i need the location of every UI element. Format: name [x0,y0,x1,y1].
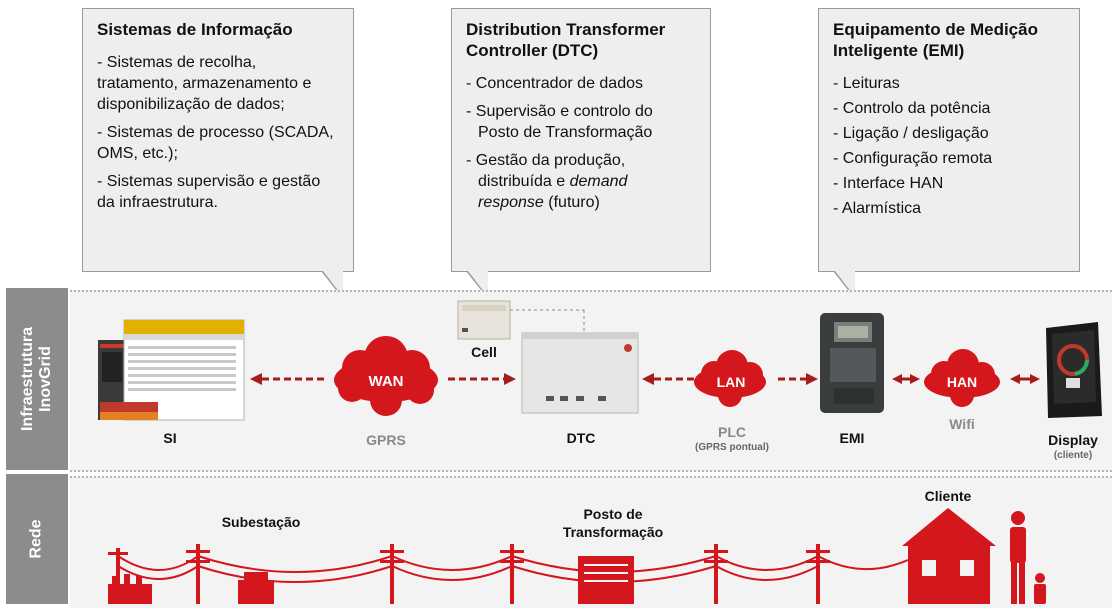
callout-item-line: (futuro) [548,194,600,211]
cell-modem-icon [457,300,585,340]
posto-transformacao-icon [578,556,634,604]
si-label: SI [163,430,177,446]
people-icon [1010,511,1046,604]
callout-item: - Interface HAN [833,175,944,192]
house-icon [902,508,996,604]
posto-label-line1: Posto de [583,506,643,522]
callout-item: - Sistemas de recolha, tratamento, armaz… [97,54,312,113]
display-sublabel: (cliente) [1053,450,1093,461]
callout-sistemas-informacao: Sistemas de Informação - Sistemas de rec… [82,8,354,299]
dtc-device-icon [521,332,639,414]
callout-item-line: - Supervisão e controlo do [466,103,653,120]
arrow-emi-han [892,374,920,384]
si-screens-icon [98,319,245,421]
display-device-icon [1046,322,1102,418]
substation-icon [108,572,274,604]
callout-item: - Configuração remota [833,150,993,167]
cell-label: Cell [471,344,497,360]
callout-item: - Alarmística [833,200,922,217]
callout-item-line: - Gestão da produção, [466,152,626,169]
callout-item-italic: response [478,194,544,211]
callout-title: Sistemas de Informação [97,20,293,39]
callout-title: Distribution Transformer Controller (DTC… [466,20,666,60]
callout-emi: Equipamento de Medição Inteligente (EMI)… [818,8,1080,299]
callout-dtc: Distribution Transformer Controller (DTC… [451,8,711,299]
lan-sublabel: PLC [718,424,746,440]
callout-item: - Gestão da produção, distribuída e dema… [466,150,696,213]
callout-item: - Controlo da potência [833,100,991,117]
lan-label: LAN [717,374,746,390]
arrow-lan-emi [778,373,818,385]
cliente-label: Cliente [924,488,972,504]
band-label-infraestrutura: Infraestrutura InovGrid [6,288,68,470]
han-cloud-icon [924,349,1000,407]
power-poles [108,544,830,604]
callout-item: - Concentrador de dados [466,75,643,92]
lan-cloud-icon [694,350,766,407]
callout-item-italic: demand [569,173,628,190]
callout-item: - Supervisão e controlo do Posto de Tran… [466,101,696,143]
callout-title: Equipamento de Medição Inteligente (EMI) [833,20,1038,60]
callout-item-line: Posto de Transformação [478,124,653,141]
callout-item: - Leituras [833,75,900,92]
arrow-si-wan [250,373,325,385]
callout-item-line: distribuída e [478,173,566,190]
emi-label: EMI [839,430,865,446]
arrow-dtc-lan [642,373,700,385]
wan-cloud-icon [334,336,438,416]
emi-meter-icon [820,313,884,413]
arrow-han-display [1010,374,1040,384]
arrow-wan-dtc [448,373,516,385]
callout-item: - Sistemas de processo (SCADA, OMS, etc.… [97,124,334,162]
display-label: Display [1048,432,1098,448]
band-label-rede: Rede [6,474,68,604]
han-label: HAN [947,374,977,390]
callout-item: - Ligação / desligação [833,125,989,142]
dtc-label: DTC [566,430,596,446]
lan-sublabel-2: (GPRS pontual) [695,442,769,453]
callout-item: - Sistemas supervisão e gestão da infrae… [97,173,321,211]
posto-label-line2: Transformação [562,524,664,540]
wan-label: WAN [369,373,404,390]
wan-sublabel: GPRS [366,432,406,448]
han-sublabel: Wifi [949,416,975,432]
subestacao-label: Subestação [221,514,301,530]
